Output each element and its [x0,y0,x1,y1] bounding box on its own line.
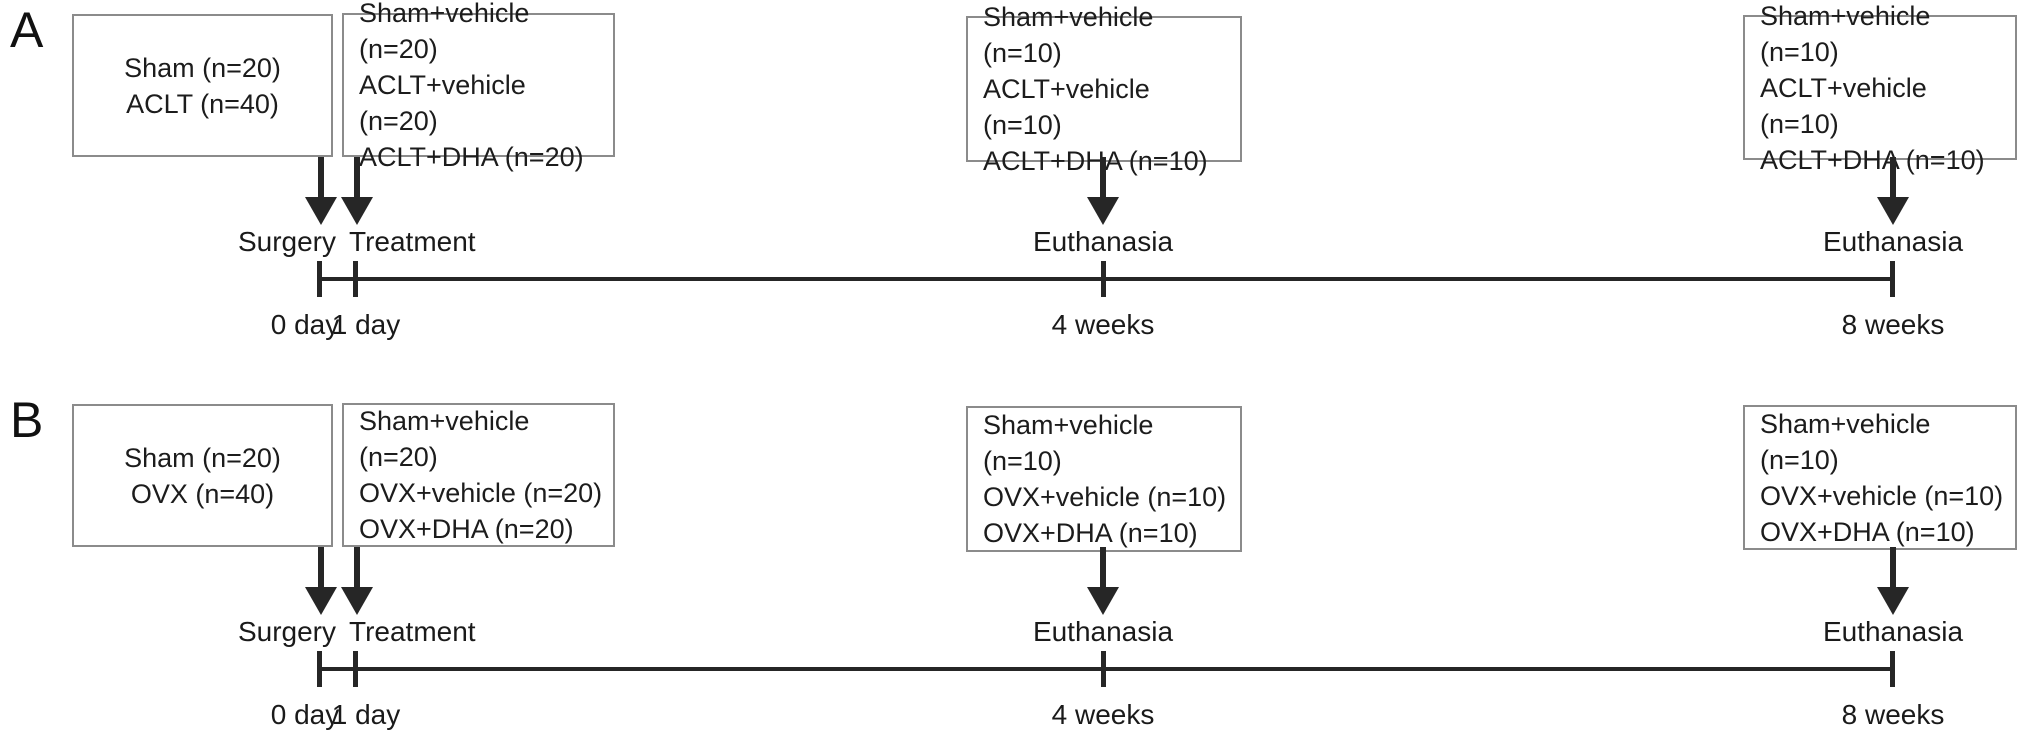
tick-label-0day: 0 day [270,309,340,340]
tick-label-0day: 0 day [270,699,340,730]
group-line: Sham (n=20) [124,52,281,83]
timeline-tick-8weeks [1890,651,1895,687]
week4-euthanasia-groups-box: Sham+vehicle (n=10) OVX+vehicle (n=10) O… [966,406,1242,552]
timeline-tick-4weeks [1101,651,1106,687]
group-line: ACLT+vehicle (n=10) [1760,72,1927,139]
arrow-head [1087,587,1119,615]
timeline-tick-1day [353,261,358,297]
down-arrow-icon [1877,157,1909,227]
down-arrow-icon [1877,547,1909,617]
week8-euthanasia-groups-box: Sham+vehicle (n=10) OVX+vehicle (n=10) O… [1743,405,2017,550]
down-arrow-icon [1087,157,1119,227]
group-line: OVX+vehicle (n=10) [983,482,1227,512]
down-arrow-icon [1087,547,1119,617]
group-line: OVX+DHA (n=10) [983,518,1198,548]
surgery-label: Surgery [237,226,336,257]
group-line: Sham+vehicle (n=20) [359,406,530,472]
group-line: Sham+vehicle (n=10) [983,410,1154,476]
arrow-head [341,587,373,615]
surgery-label: Surgery [237,616,336,647]
timeline [320,667,1895,671]
group-line: ACLT+DHA (n=20) [359,142,584,172]
treatment-groups-box: Sham+vehicle (n=20) OVX+vehicle (n=20) O… [342,403,615,547]
tick-label-8weeks: 8 weeks [1841,309,1945,340]
group-line: ACLT+vehicle (n=20) [359,70,526,136]
initial-groups-box: Sham (n=20) ACLT (n=40) [72,14,333,157]
down-arrow-icon [341,157,373,227]
treatment-label: Treatment [349,226,476,257]
panel-b: B Sham (n=20) OVX (n=40) Sham+vehicle (n… [0,390,2032,746]
timeline-tick-0day [317,651,322,687]
arrow-head [305,587,337,615]
treatment-label: Treatment [349,616,476,647]
tick-label-1day: 1 day [331,699,401,730]
group-line: Sham+vehicle (n=10) [1760,0,1931,67]
initial-groups-box: Sham (n=20) OVX (n=40) [72,404,333,547]
euthanasia-label-4w: Euthanasia [1032,616,1174,647]
arrow-shaft [1100,157,1106,199]
timeline-tick-8weeks [1890,261,1895,297]
group-line: Sham (n=20) [124,442,281,473]
group-line: OVX (n=40) [130,478,275,509]
arrow-shaft [1890,547,1896,589]
tick-label-4weeks: 4 weeks [1051,699,1155,730]
tick-label-4weeks: 4 weeks [1051,309,1155,340]
arrow-head [1087,197,1119,225]
group-line: OVX+DHA (n=20) [359,514,574,544]
tick-label-1day: 1 day [331,309,401,340]
panel-a: A Sham (n=20) ACLT (n=40) Sham+vehicle (… [0,0,2032,356]
group-line: ACLT+DHA (n=10) [983,146,1208,176]
panel-label: A [10,2,44,58]
week4-euthanasia-groups-box: Sham+vehicle (n=10) ACLT+vehicle (n=10) … [966,2,1242,176]
euthanasia-label-4w: Euthanasia [1032,226,1174,257]
timeline [320,277,1895,281]
arrow-shaft [1890,157,1896,199]
group-line: Sham+vehicle (n=10) [983,2,1154,68]
arrow-head [305,197,337,225]
group-line: ACLT+DHA (n=10) [1760,144,1985,175]
group-line: OVX+vehicle (n=10) [1760,480,2004,511]
week8-euthanasia-groups-box: Sham+vehicle (n=10) ACLT+vehicle (n=10) … [1743,1,2017,175]
panel-label: B [10,392,44,448]
down-arrow-icon [305,157,337,227]
down-arrow-icon [305,547,337,617]
tick-label-8weeks: 8 weeks [1841,699,1945,730]
arrow-head [1877,587,1909,615]
group-line: ACLT+vehicle (n=10) [983,74,1150,140]
group-line: ACLT (n=40) [126,88,279,119]
group-line: OVX+DHA (n=10) [1760,516,1975,547]
group-line: OVX+vehicle (n=20) [359,478,603,508]
timeline-tick-4weeks [1101,261,1106,297]
arrow-shaft [354,157,360,199]
treatment-groups-box: Sham+vehicle (n=20) ACLT+vehicle (n=20) … [342,0,615,172]
arrow-shaft [354,547,360,589]
group-line: Sham+vehicle (n=10) [1760,408,1931,475]
arrow-shaft [1100,547,1106,589]
group-line: Sham+vehicle (n=20) [359,0,530,64]
arrow-head [341,197,373,225]
timeline-tick-1day [353,651,358,687]
arrow-shaft [318,157,324,199]
euthanasia-label-8w: Euthanasia [1822,616,1964,647]
timeline-tick-0day [317,261,322,297]
arrow-shaft [318,547,324,589]
arrow-head [1877,197,1909,225]
down-arrow-icon [341,547,373,617]
euthanasia-label-8w: Euthanasia [1822,226,1964,257]
